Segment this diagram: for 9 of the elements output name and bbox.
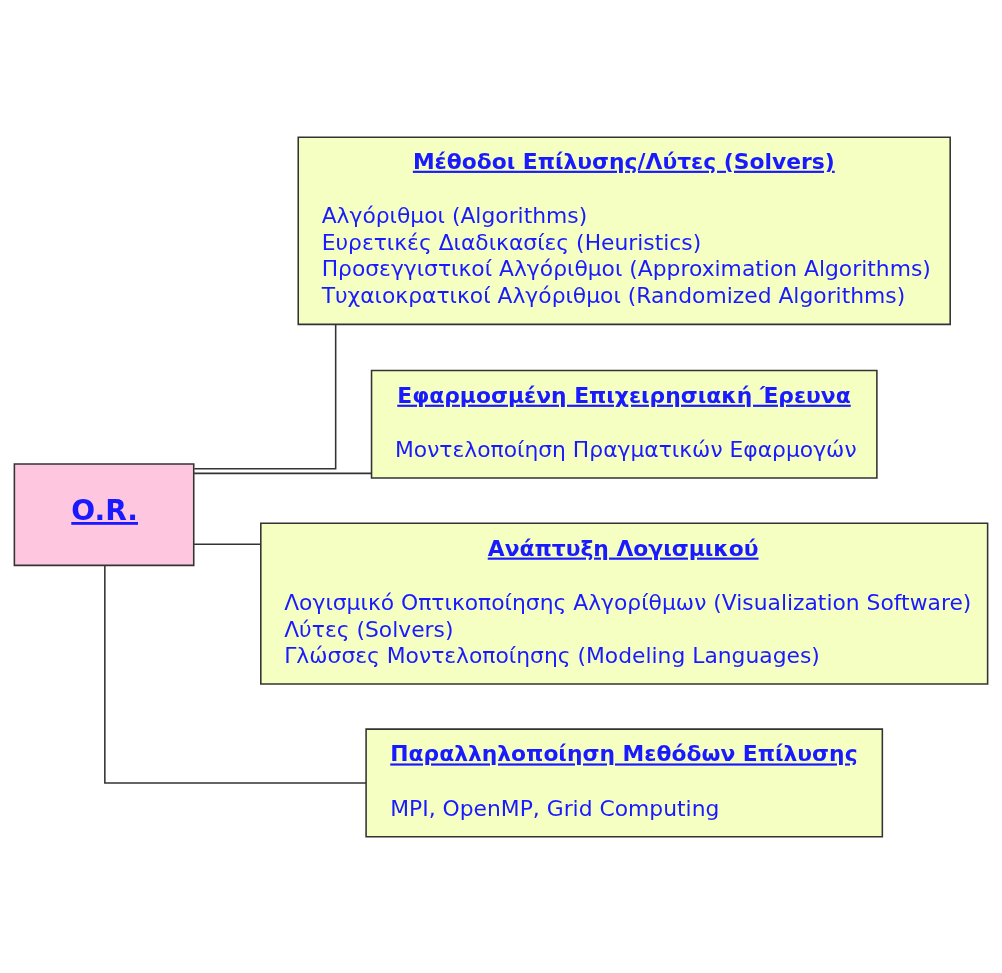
connector	[193, 323, 337, 469]
connector	[193, 472, 372, 474]
connector	[104, 564, 367, 784]
node-box: Ανάπτυξη Λογισμικού Λογισμικό Οπτικοποίησης Αλγορίθμων (Visualization Software) Λύτες (Solvers) Γλώσσες Μοντελοποίησης (Modeling Languages)	[260, 522, 989, 685]
connector	[193, 543, 262, 545]
node-box: Εφαρμοσμένη Επιχειρησιακή Έρευνα Μοντελοποίηση Πραγματικών Εφαρμογών	[370, 369, 878, 479]
node-box: Παραλληλοποίηση Μεθόδων Επίλυσης MPI, OpenMP, Grid Computing	[365, 727, 884, 838]
node-box: O.R.	[13, 462, 195, 566]
node-box: Μέθοδοι Επίλυσης/Λύτες (Solvers) Αλγόριθμοι (Algorithms) Ευρετικές Διαδικασίες (Heuristics) Προσεγγιστικοί Αλγόριθμοι (Approximation Algorithms) Τυχαιοκρατικοί Αλγόριθμοι (Randomized Algorithms)	[297, 135, 951, 325]
